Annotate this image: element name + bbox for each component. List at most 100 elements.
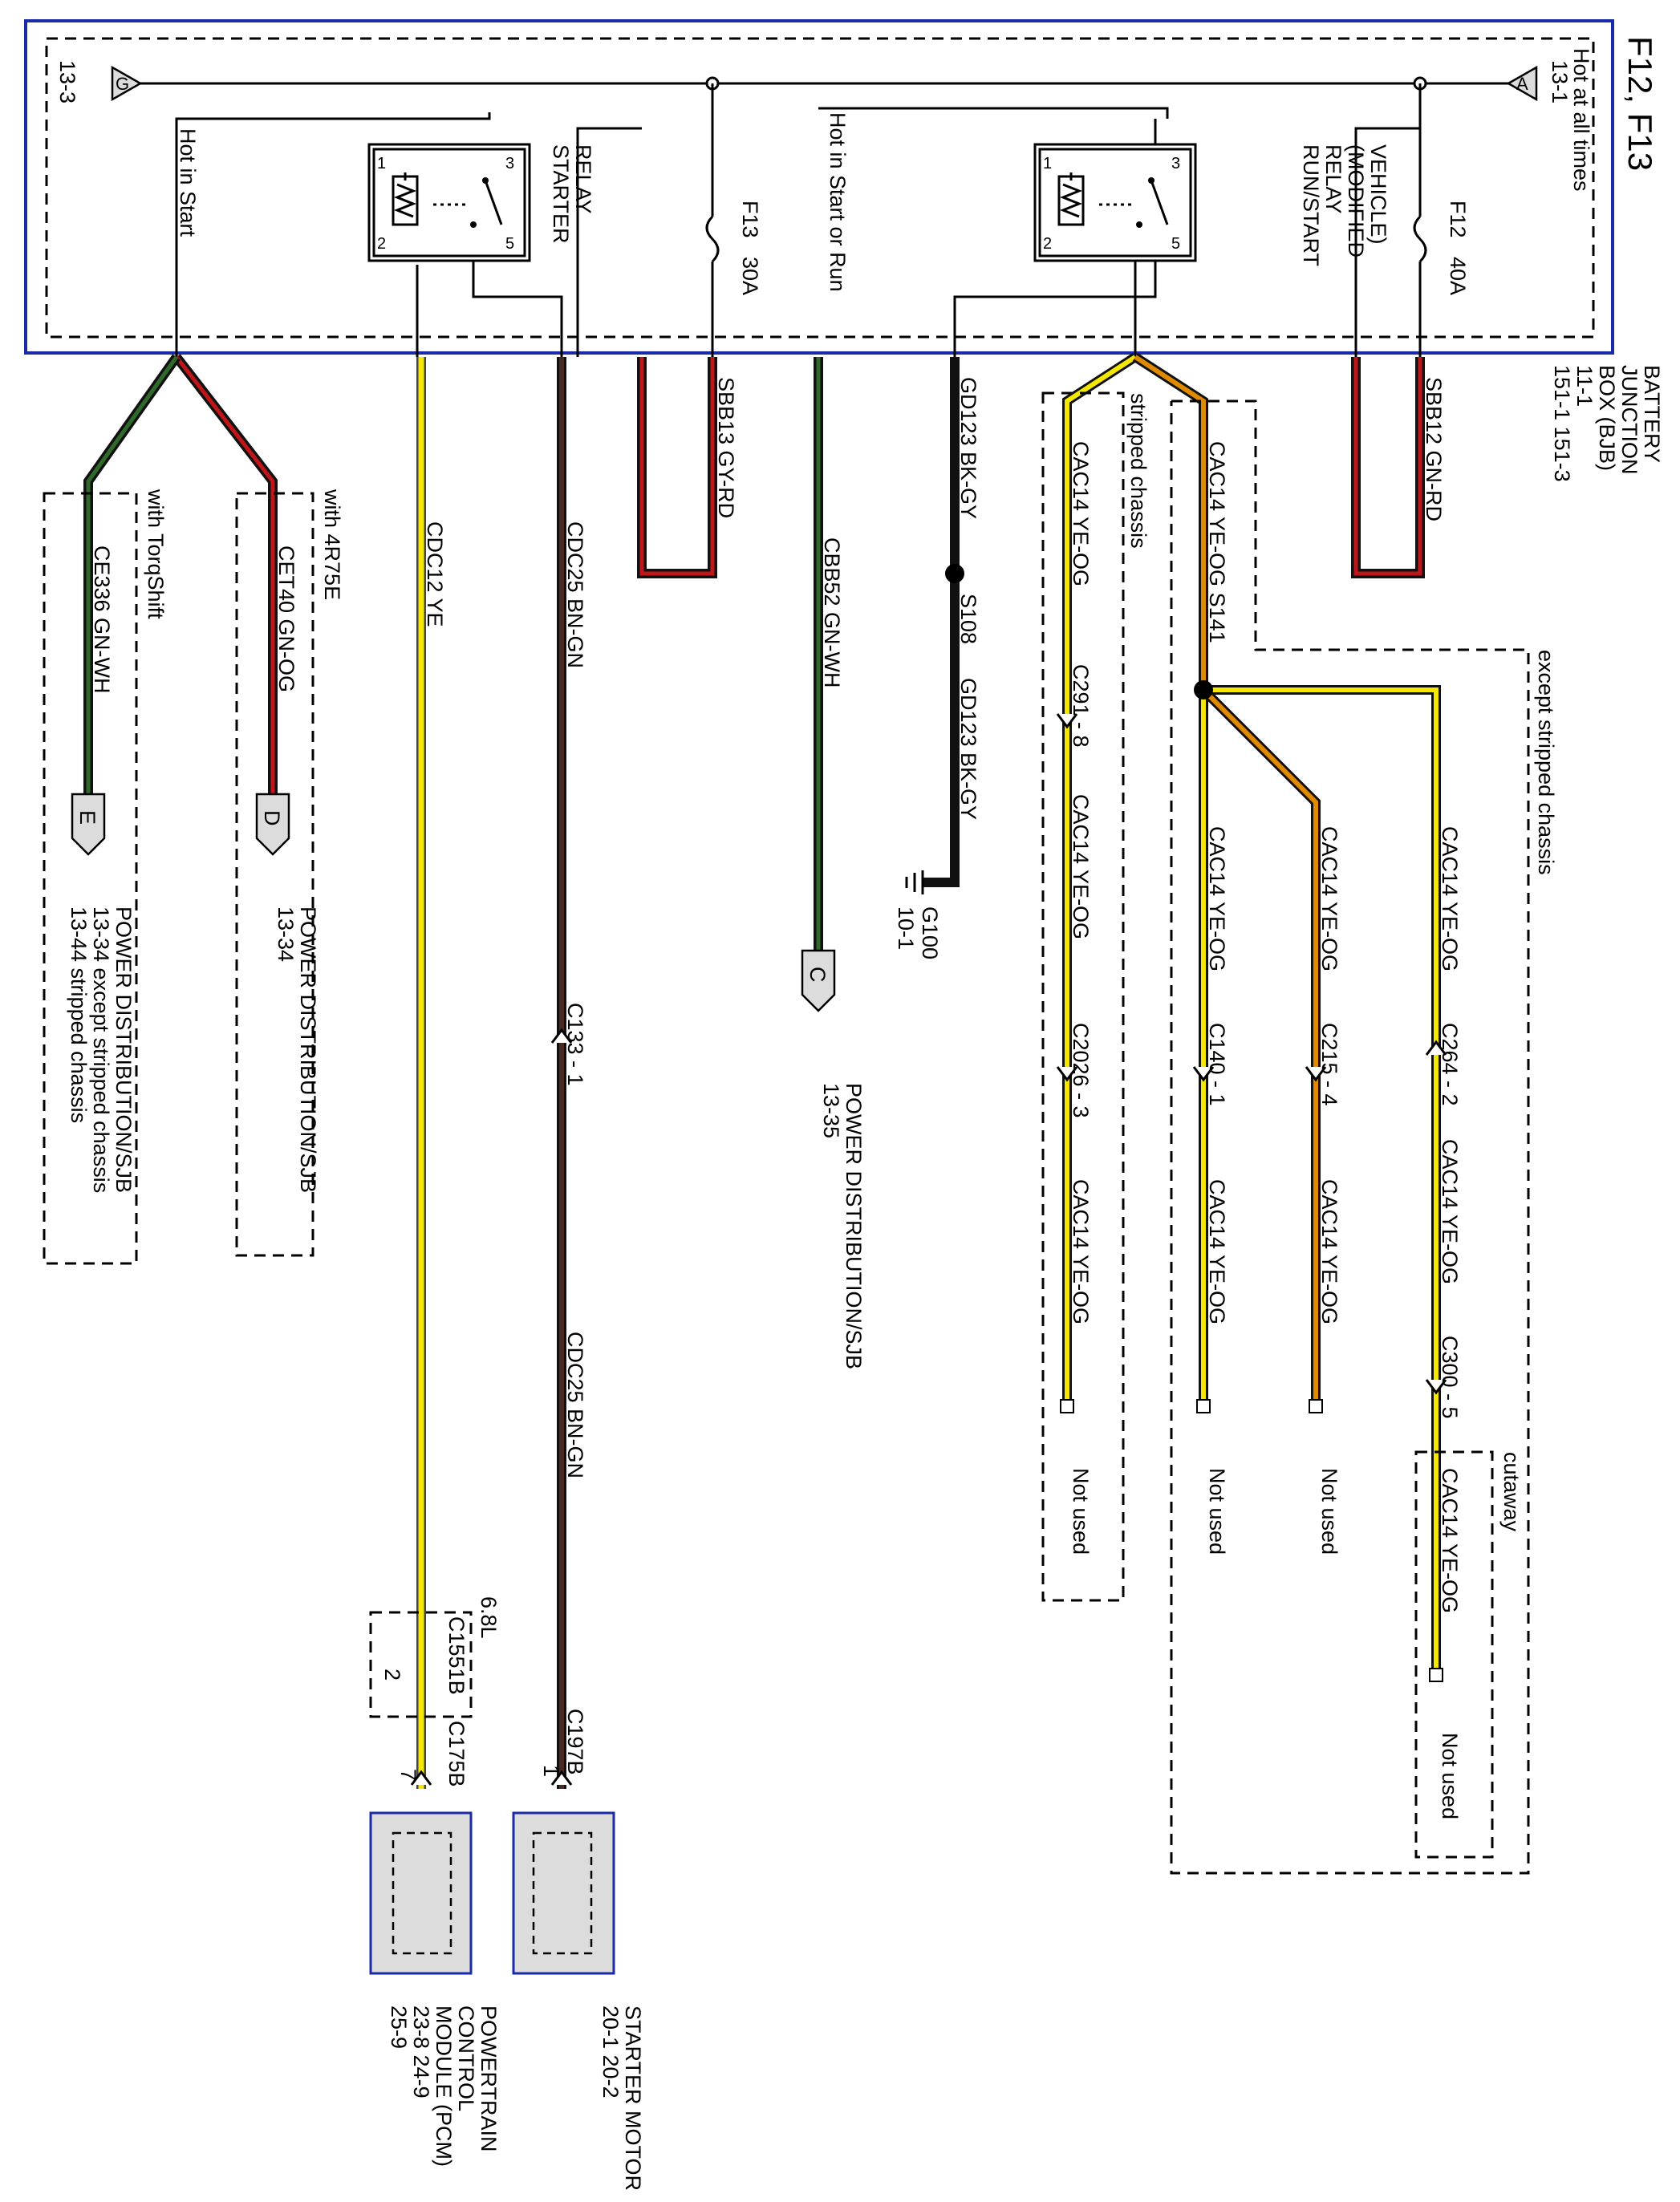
pcm-line-5: 25-9 (387, 2005, 411, 2049)
starter-relay-pin-3: 3 (505, 155, 514, 172)
bjb-label-line-5: 151-1 151-3 (1550, 365, 1574, 482)
with-torqshift-outline (43, 492, 138, 1265)
starter-relay-label-2: RELAY (571, 144, 595, 214)
connector-g-icon (111, 65, 143, 102)
stripped-chassis-label: stripped chassis (1126, 393, 1150, 549)
run-start-relay-label-1: RUN/START (1299, 144, 1323, 266)
connector-g-letter: G (116, 74, 129, 94)
connector-c1551b-label: C1551B (444, 1616, 469, 1695)
starter-motor-label: STARTER MOTOR 20-1 20-2 (599, 2005, 645, 2191)
engine-68l-label: 6.8L (477, 1596, 501, 1639)
starter-relay-label-1: STARTER (549, 144, 573, 244)
run-start-relay-pin-2: 2 (1043, 235, 1052, 253)
cutaway-outline (1414, 1450, 1494, 1859)
offpage-d-letter: D (260, 810, 284, 826)
offpage-e-line-1: POWER DISTRIBUTION/SJB (112, 906, 136, 1193)
hot-in-start-or-run-label: Hot in Start or Run (826, 112, 850, 292)
connector-c175b-label: C175B (444, 1721, 469, 1787)
pcm-line-1: POWERTRAIN (477, 2005, 501, 2152)
offpage-d-icon (255, 793, 290, 856)
connector-c133-label: C133 - 1 (563, 1003, 587, 1086)
circuit-cac14-label-5: CAC14 YE-OG (1205, 1179, 1229, 1324)
starter-motor-component (512, 1811, 615, 1975)
with-torqshift-label: with TorqShift (144, 489, 168, 619)
starter-relay-pin-2: 2 (377, 235, 386, 253)
connector-c300-label: C300 - 5 (1438, 1336, 1462, 1419)
offpage-c-icon (801, 949, 836, 1012)
pcm-line-3: MODULE (PCM) (432, 2005, 456, 2167)
stripped-chassis-outline (1041, 391, 1125, 1602)
battery-junction-box (24, 19, 1614, 355)
offpage-e-label: POWER DISTRIBUTION/SJB 13-34 except stri… (67, 906, 136, 1193)
offpage-d-line-2: 13-34 (274, 906, 298, 962)
offpage-c-line-1: POWER DISTRIBUTION/SJB (842, 1083, 866, 1369)
run-start-relay-label-4: VEHICLE) (1366, 144, 1390, 245)
not-used-label-1: Not used (1069, 1468, 1093, 1555)
cutaway-label: cutaway (1499, 1452, 1524, 1532)
fuse-f13-label: F13 30A (738, 201, 762, 295)
splice-s108 (945, 564, 964, 583)
bjb-label-line-2: JUNCTION (1617, 365, 1641, 475)
pcm-line-2: CONTROL (454, 2005, 478, 2111)
connector-c2026-label: C2026 - 3 (1069, 1023, 1093, 1118)
splice-s141 (1194, 680, 1213, 700)
not-used-label-4: Not used (1438, 1733, 1462, 1819)
pcm-inner (392, 1831, 452, 1955)
circuit-cac14-label-10: CAC14 YE-OG (1438, 1468, 1462, 1613)
hot-in-start-label: Hot in Start (176, 128, 200, 237)
fuse-f13-rating: 30A (738, 257, 762, 295)
connector-a-icon (1506, 65, 1538, 102)
connector-c215-label: C215 - 4 (1317, 1023, 1341, 1106)
connector-c291-label: C291 - 8 (1069, 664, 1093, 748)
page-label: F12, F13 (1621, 36, 1659, 171)
wire-cdc12 (410, 357, 432, 1789)
fuse-f12-name: F12 (1446, 201, 1470, 238)
circuit-cac14-label-1: CAC14 YE-OG (1069, 441, 1093, 586)
fuse-f12-label: F12 40A (1446, 201, 1470, 295)
fuse-f12-rating: 40A (1446, 257, 1470, 295)
hot-at-all-times-label: Hot at all times (1569, 48, 1593, 192)
starter-relay-label: STARTER RELAY (549, 144, 595, 244)
circuit-cdc12-label: CDC12 YE (423, 521, 447, 627)
run-start-relay-pin-1: 1 (1043, 155, 1052, 172)
circuit-gd123-label-b: GD123 BK-GY (956, 678, 980, 820)
connector-c264-label: C264 - 2 (1438, 1023, 1462, 1106)
with-4r75e-label: with 4R75E (320, 489, 344, 600)
starter-relay: 1 2 3 5 (367, 143, 531, 262)
wire-hot-in-start-branch (83, 354, 278, 794)
run-start-relay-label: RUN/START RELAY (MODIFIED VEHICLE) (1299, 144, 1390, 266)
wire-cdc25 (550, 357, 573, 1789)
circuit-cac14-label-3: CAC14 YE-OG (1069, 1179, 1093, 1324)
bjb-label-line-4: 11-1 (1572, 365, 1597, 407)
offpage-d-line-1: POWER DISTRIBUTION/SJB (296, 906, 320, 1193)
connector-c197b-pin: 1 (539, 1765, 563, 1777)
starter-motor-inner (532, 1831, 593, 1955)
offpage-c-letter: C (806, 967, 830, 983)
connector-a-letter: A (1516, 74, 1528, 94)
circuit-cac14-label-9: CAC14 YE-OG (1438, 1139, 1462, 1284)
circuit-cac14-label-8: CAC14 YE-OG (1438, 826, 1462, 971)
circuit-cbb52-label: CBB52 GN-WH (820, 537, 844, 688)
connector-c140-label: C140 - 1 (1205, 1023, 1229, 1106)
offpage-c-label: POWER DISTRIBUTION/SJB 13-35 (819, 1083, 866, 1369)
run-start-relay-pin-5: 5 (1171, 235, 1180, 253)
circuit-cac14-s141-label: CAC14 YE-OG S141 (1205, 441, 1229, 643)
circuit-cac14-label-6: CAC14 YE-OG (1317, 826, 1341, 971)
splice-s108-label: S108 (956, 594, 980, 644)
starter-motor-line-2: 20-1 20-2 (599, 2005, 623, 2099)
offpage-e-icon (71, 793, 106, 856)
circuit-ce336-label: CE336 GN-WH (90, 545, 114, 694)
run-start-relay-label-2: RELAY (1321, 144, 1345, 214)
c1551b-outline (369, 1611, 473, 1718)
wire-sbb13 (637, 357, 717, 578)
not-used-label-2: Not used (1205, 1468, 1229, 1555)
run-start-relay: 1 2 3 5 (1033, 143, 1197, 262)
pcm-label: POWERTRAIN CONTROL MODULE (PCM) 23-8 24-… (387, 2005, 501, 2167)
bjb-ref-13-1: 13-1 (1548, 60, 1572, 103)
connector-c1551b-pin: 2 (380, 1669, 404, 1681)
with-4r75e-outline (235, 492, 314, 1257)
wire-sbb12 (1351, 357, 1425, 578)
fuse-f13-name: F13 (738, 201, 762, 238)
not-used-label-3: Not used (1317, 1468, 1341, 1555)
